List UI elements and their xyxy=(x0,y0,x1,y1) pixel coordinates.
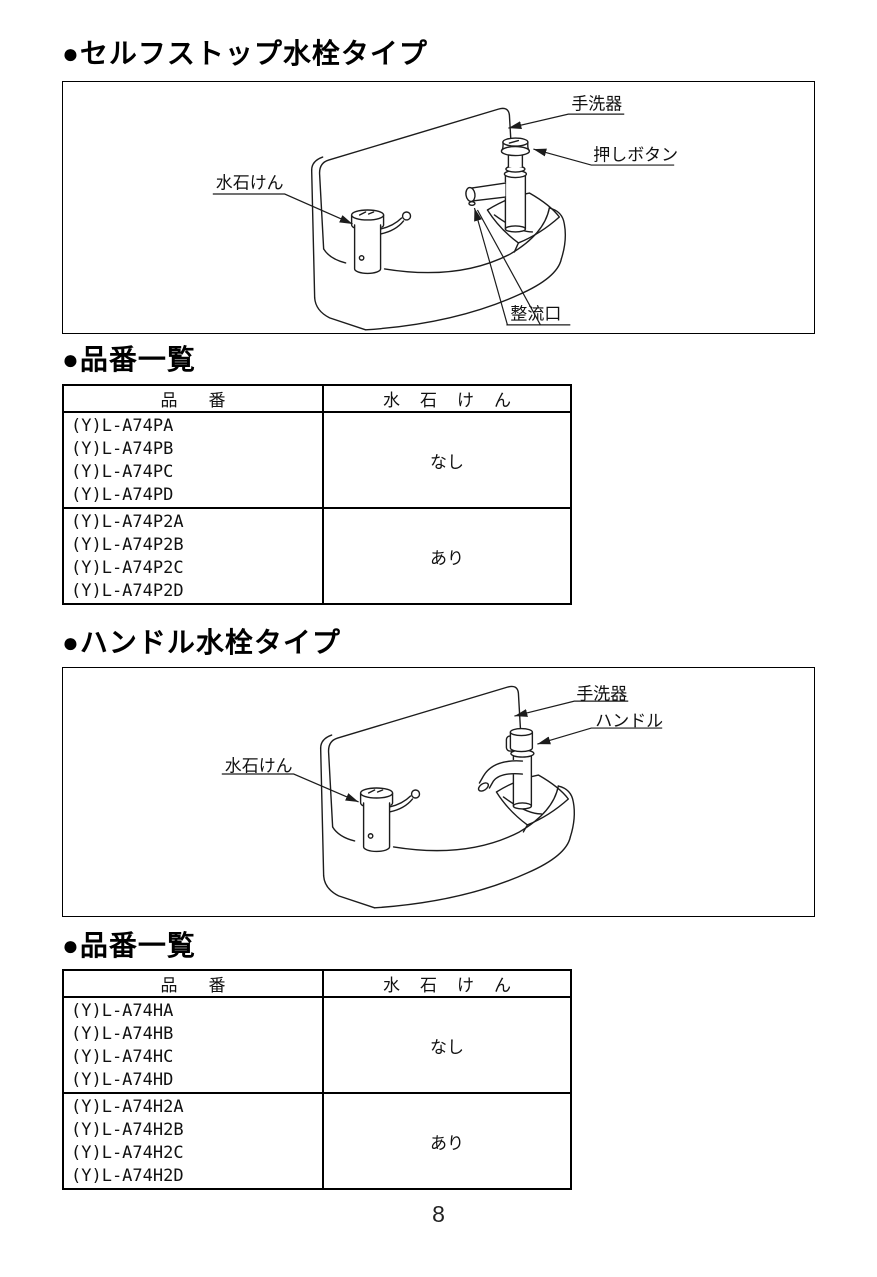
product-code: (Y)L-A74P2B xyxy=(71,535,184,555)
handle-diagram-frame: 手洗器 ハンドル 水石けん xyxy=(62,667,815,917)
table-row: (Y)L-A74P2A (Y)L-A74P2B (Y)L-A74P2C (Y)L… xyxy=(62,507,572,605)
product-code: (Y)L-A74HC xyxy=(71,1047,174,1067)
soap-value-cell: なし xyxy=(322,411,572,509)
label-soap: 水石けん xyxy=(225,757,293,776)
self-stop-diagram-frame: 手洗器 押しボタン 水石けん 整流口 xyxy=(62,81,815,334)
backsplash-panel xyxy=(327,685,525,828)
diagram-labels: 手洗器 押しボタン 水石けん 整流口 xyxy=(212,95,678,326)
table-row: (Y)L-A74HA (Y)L-A74HB (Y)L-A74HC (Y)L-A7… xyxy=(62,996,572,1094)
product-code: (Y)L-A74PD xyxy=(71,485,174,505)
page-number: 8 xyxy=(432,1201,445,1227)
column-header-product: 品番 xyxy=(62,969,324,998)
product-table-handle: 品番 水石けん (Y)L-A74HA (Y)L-A74HB (Y)L-A74HC… xyxy=(62,969,572,1190)
self-stop-diagram: 手洗器 押しボタン 水石けん 整流口 xyxy=(212,95,678,331)
soap-dispenser xyxy=(359,787,421,853)
backsplash-panel xyxy=(318,107,516,250)
table-row: (Y)L-A74H2A (Y)L-A74H2B (Y)L-A74H2C (Y)L… xyxy=(62,1092,572,1190)
soap-dispenser xyxy=(350,209,412,275)
product-code: (Y)L-A74P2C xyxy=(71,558,184,578)
product-code: (Y)L-A74PB xyxy=(71,439,174,459)
table-header-row: 品番 水石けん xyxy=(62,384,572,413)
table-row: (Y)L-A74PA (Y)L-A74PB (Y)L-A74PC (Y)L-A7… xyxy=(62,411,572,509)
list-heading-2: ●品番一覧 xyxy=(62,930,196,961)
product-code: (Y)L-A74HA xyxy=(71,1001,174,1021)
list-heading-1: ●品番一覧 xyxy=(62,344,196,375)
table-header-row: 品番 水石けん xyxy=(62,969,572,998)
document-page: ●セルフストップ水栓タイプ xyxy=(62,37,816,1190)
soap-value-cell: あり xyxy=(322,1092,572,1190)
handle-diagram: 手洗器 ハンドル 水石けん xyxy=(221,685,663,909)
product-codes-cell: (Y)L-A74P2A (Y)L-A74P2B (Y)L-A74P2C (Y)L… xyxy=(62,507,324,605)
product-code: (Y)L-A74HD xyxy=(71,1070,174,1090)
soap-value-cell: なし xyxy=(322,996,572,1094)
product-codes-cell: (Y)L-A74HA (Y)L-A74HB (Y)L-A74HC (Y)L-A7… xyxy=(62,996,324,1094)
product-code: (Y)L-A74HB xyxy=(71,1024,174,1044)
column-header-soap: 水石けん xyxy=(322,384,572,413)
product-code: (Y)L-A74PA xyxy=(71,416,174,436)
basin-drawing xyxy=(319,685,576,909)
product-codes-cell: (Y)L-A74PA (Y)L-A74PB (Y)L-A74PC (Y)L-A7… xyxy=(62,411,324,509)
product-code: (Y)L-A74P2A xyxy=(71,512,184,532)
soap-value-cell: あり xyxy=(322,507,572,605)
handle-top xyxy=(509,727,534,737)
label-basin: 手洗器 xyxy=(576,685,627,704)
label-push-button: 押しボタン xyxy=(593,146,678,165)
section-heading-self-stop: ●セルフストップ水栓タイプ xyxy=(62,38,428,69)
product-code: (Y)L-A74H2B xyxy=(71,1120,184,1140)
section-heading-handle: ●ハンドル水栓タイプ xyxy=(62,627,341,658)
product-table-self-stop: 品番 水石けん (Y)L-A74PA (Y)L-A74PB (Y)L-A74PC… xyxy=(62,384,572,605)
label-soap: 水石けん xyxy=(216,174,284,193)
column-header-product: 品番 xyxy=(62,384,324,413)
product-code: (Y)L-A74PC xyxy=(71,462,174,482)
push-button-faucet xyxy=(465,137,531,233)
label-outlet: 整流口 xyxy=(510,304,561,323)
product-code: (Y)L-A74H2A xyxy=(71,1097,184,1117)
basin-drawing xyxy=(310,107,567,331)
product-code: (Y)L-A74H2C xyxy=(71,1143,184,1163)
product-codes-cell: (Y)L-A74H2A (Y)L-A74H2B (Y)L-A74H2C (Y)L… xyxy=(62,1092,324,1190)
handle-faucet xyxy=(477,727,535,810)
product-code: (Y)L-A74P2D xyxy=(71,581,184,601)
label-handle: ハンドル xyxy=(595,712,663,731)
label-basin: 手洗器 xyxy=(571,95,622,114)
outlet-nub xyxy=(468,201,476,207)
diagram-labels: 手洗器 ハンドル 水石けん xyxy=(221,685,663,803)
product-code: (Y)L-A74H2D xyxy=(71,1166,184,1186)
column-header-soap: 水石けん xyxy=(322,969,572,998)
